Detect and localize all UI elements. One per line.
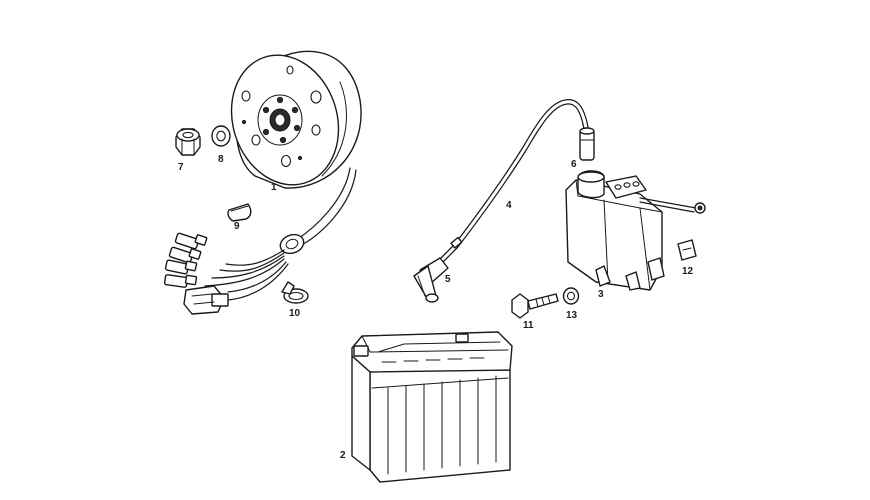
- callout-10: 10: [289, 308, 301, 319]
- ignition-coil-cdi: [565, 170, 706, 291]
- mounting-bolt: [511, 293, 559, 319]
- callout-11: 11: [523, 320, 534, 331]
- callout-13: 13: [566, 310, 578, 321]
- flywheel-magneto: [163, 50, 362, 315]
- callout-4: 4: [506, 200, 512, 211]
- cable-clamp: [281, 281, 309, 304]
- fastening-clip: [677, 239, 697, 261]
- woodruff-key: [227, 203, 252, 222]
- callout-6: 6: [571, 159, 577, 170]
- ht-lead-boot: [579, 127, 595, 161]
- callout-8: 8: [218, 154, 224, 165]
- ht-lead: [437, 99, 589, 265]
- bolt-washer: [562, 287, 580, 305]
- flywheel-washer: [211, 125, 231, 147]
- callout-9: 9: [234, 221, 240, 232]
- spark-plug-cap: [413, 257, 449, 303]
- callout-2: 2: [340, 450, 346, 461]
- callout-7: 7: [178, 162, 184, 173]
- callout-1: 1: [271, 182, 277, 193]
- battery: [351, 331, 513, 483]
- flywheel-nut: [175, 128, 201, 156]
- callout-5: 5: [445, 274, 451, 285]
- callout-3: 3: [598, 289, 604, 300]
- callout-12: 12: [682, 266, 694, 277]
